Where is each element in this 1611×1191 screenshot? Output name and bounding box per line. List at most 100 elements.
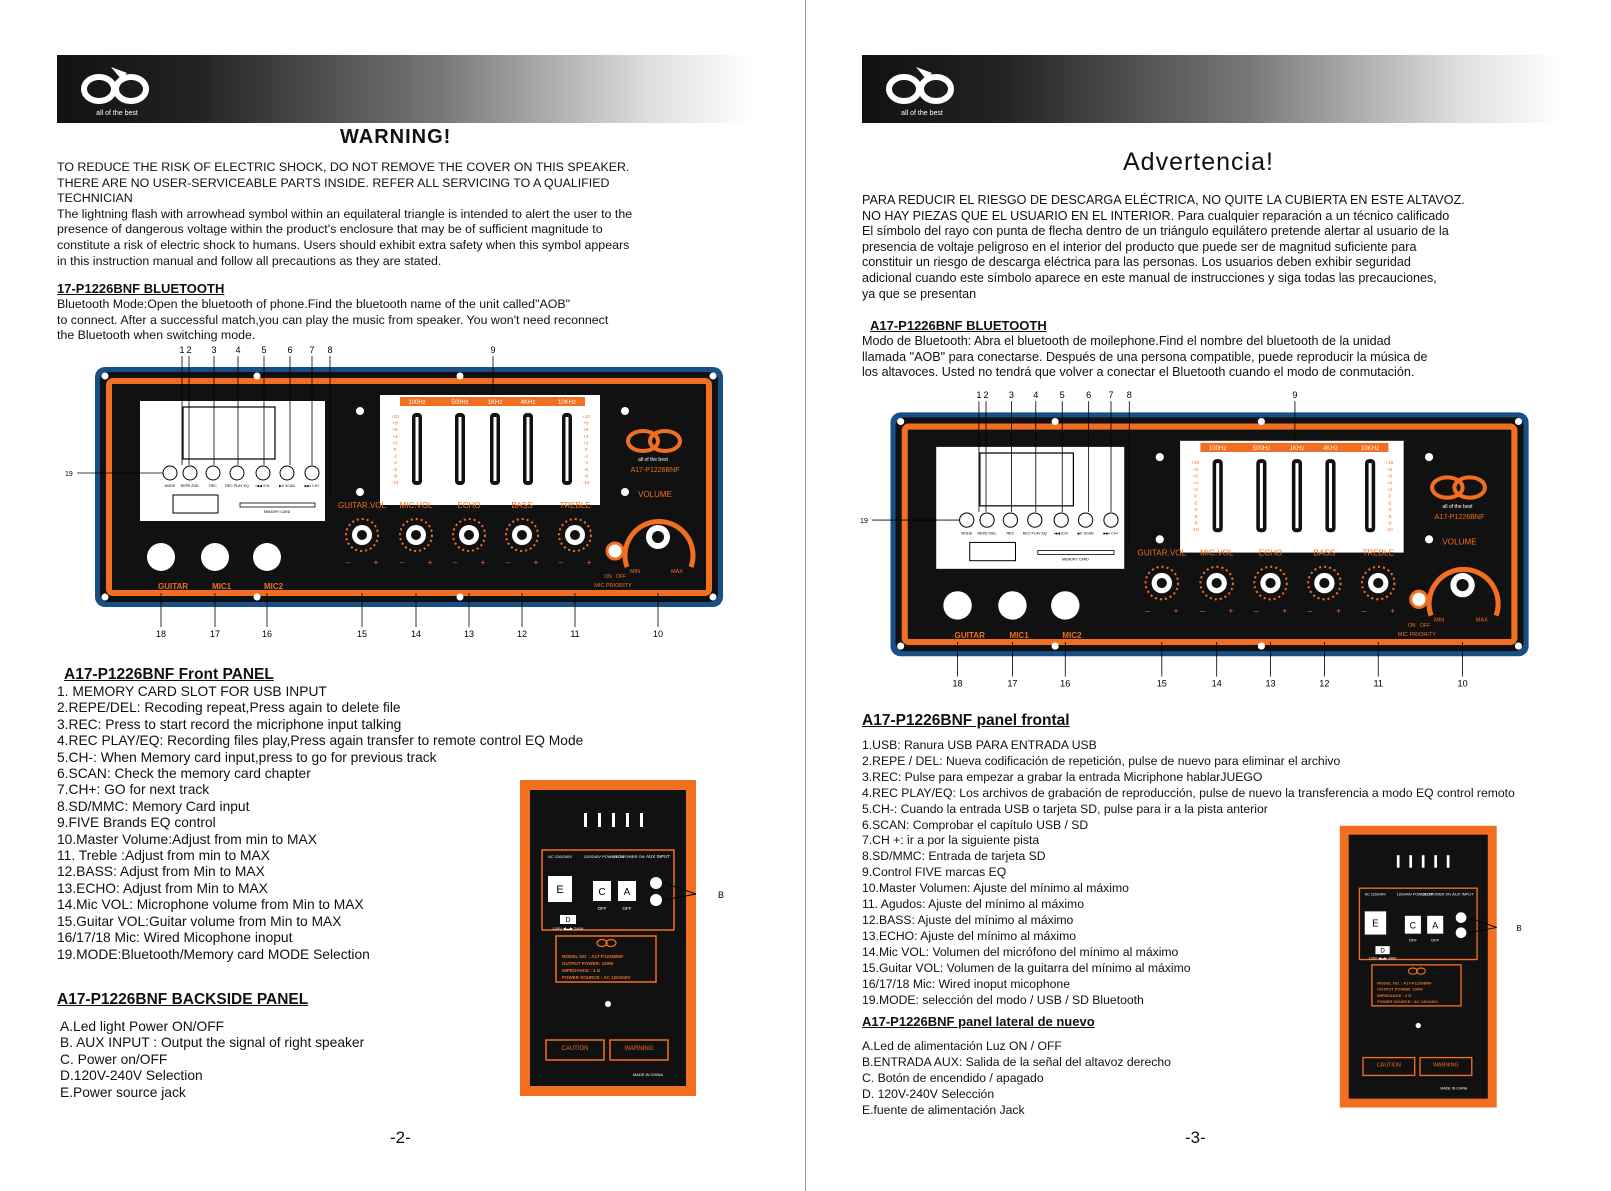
eq-slider-track <box>565 417 569 481</box>
ac-label: AC 120/240V <box>548 854 572 859</box>
knob-center <box>1265 577 1276 589</box>
brand-tagline: all of the best <box>96 110 138 117</box>
power-section <box>1358 887 1478 961</box>
power-source: POWER SOURCE : AC 120/240V <box>562 975 630 980</box>
panel-logo-tagline: all of the best <box>638 457 668 463</box>
on-label: ON <box>604 574 612 580</box>
callout-number: 16 <box>262 629 272 639</box>
knob-plus: + <box>1282 607 1287 616</box>
off-label: OFF <box>623 906 632 911</box>
bluetooth-text: Bluetooth Mode:Open the bluetooth of pho… <box>57 297 609 343</box>
callout-b: B <box>1516 924 1521 933</box>
page-number: -3- <box>1185 1128 1206 1147</box>
input-jack <box>147 543 175 571</box>
eq-level-label: +8 <box>1193 467 1199 472</box>
bluetooth-text: Modo de Bluetooth: Abra el bluetooth de … <box>862 334 1428 380</box>
knob-scale <box>558 518 592 552</box>
warning-label: WARNING <box>1433 1063 1459 1069</box>
knob-label: BASS <box>1314 549 1336 558</box>
header-bar: all of the best <box>57 55 752 123</box>
knob-label: ECHO <box>457 501 480 510</box>
power-jack <box>548 876 572 902</box>
panel-button <box>304 465 320 481</box>
letter-d: D <box>1380 947 1385 954</box>
power-switch <box>1404 915 1421 934</box>
panel-button-label: REC PLAY EQ <box>1023 531 1047 535</box>
letter-c: C <box>1410 920 1417 930</box>
mic-priority-label: MIC PRIORITY <box>1398 632 1436 638</box>
eq-level-label: +6 <box>1387 474 1393 479</box>
knob-center <box>517 530 527 540</box>
knob-label: MIC.VOL <box>1200 549 1234 558</box>
panel-led <box>621 488 629 496</box>
knob-label: TREBLE <box>1362 549 1394 558</box>
on-label: ON <box>1408 623 1416 629</box>
knob-label: TREBLE <box>559 501 590 510</box>
panel-button <box>1077 512 1094 528</box>
eq-level-label: -8 <box>393 473 398 478</box>
mic-priority-label: MIC PRIORITY <box>594 583 632 589</box>
eq-band-label: 1KHz <box>488 400 503 406</box>
eq-band-label: 100Hz <box>1209 445 1227 452</box>
led-indicator <box>618 881 636 901</box>
back-panel-list: A.Led light Power ON/OFF B. AUX INPUT : … <box>60 1019 365 1100</box>
knob-plus: + <box>1390 607 1395 616</box>
screw <box>897 417 905 426</box>
knob-scale <box>505 518 539 552</box>
panel-led <box>1155 453 1164 462</box>
eq-level-label: -10 <box>1192 527 1199 532</box>
knob-minus: – <box>506 558 511 567</box>
back-panel-list: A.Led de alimentación Luz ON / OFF B.ENT… <box>862 1039 1171 1117</box>
knob-plus: + <box>534 558 539 567</box>
panel-button <box>1027 512 1043 528</box>
knob-scale <box>1144 565 1180 601</box>
panel-orange-border <box>901 423 1518 646</box>
input-jack <box>253 543 281 571</box>
bluetooth-title: A17-P1226BNF BLUETOOTH <box>870 318 1047 333</box>
callout-number: 9 <box>1292 390 1297 400</box>
letter-a: A <box>624 887 631 898</box>
letter-a: A <box>1432 920 1438 930</box>
aux-label: AUX INPUT <box>1452 891 1474 896</box>
callout-number: 2 <box>186 345 191 355</box>
power-section <box>541 849 675 931</box>
power-jack <box>1364 911 1387 935</box>
callout-line <box>1468 926 1497 934</box>
knob-center <box>1319 577 1330 589</box>
callout-number: 6 <box>1086 390 1091 400</box>
callout-number: 7 <box>309 345 314 355</box>
eq-level-label: -2 <box>584 454 589 459</box>
panel-button <box>229 465 245 481</box>
voltage-selector <box>560 915 576 924</box>
eq-level-label: -10 <box>1386 527 1393 532</box>
mic-priority-led <box>1409 589 1429 609</box>
knob-center <box>1211 577 1222 589</box>
knob-center <box>411 530 421 540</box>
knob-minus: – <box>1254 607 1259 616</box>
volume-max: MAX <box>1476 618 1488 624</box>
callout-number: 8 <box>1127 390 1132 400</box>
eq-level-label: +4 <box>1193 480 1199 485</box>
letter-e: E <box>556 884 563 896</box>
page-divider <box>805 0 806 1191</box>
knob-label: GUITAR.VOL <box>338 501 386 510</box>
eq-slider-track <box>415 417 419 481</box>
callout-number: 12 <box>1319 679 1329 689</box>
letter-c: C <box>598 887 605 898</box>
callout-number: 19 <box>860 517 868 525</box>
voltage-selector <box>1375 946 1390 955</box>
panel-led <box>1155 535 1164 544</box>
spec-logo-left <box>1407 967 1418 975</box>
callout-number: 3 <box>211 345 216 355</box>
lcd-screen <box>979 452 1075 507</box>
panel-led <box>1424 453 1434 462</box>
callout-number: 14 <box>411 629 421 639</box>
callout-b: B <box>718 890 724 900</box>
knob-scale <box>399 518 433 552</box>
callout-number: 17 <box>1007 679 1017 689</box>
panel-button-label: REPE /DEL <box>181 484 200 488</box>
off-label: OFF <box>616 574 626 580</box>
callout-number: 15 <box>357 629 367 639</box>
off-label: OFF <box>1409 938 1418 943</box>
screw <box>456 372 464 380</box>
